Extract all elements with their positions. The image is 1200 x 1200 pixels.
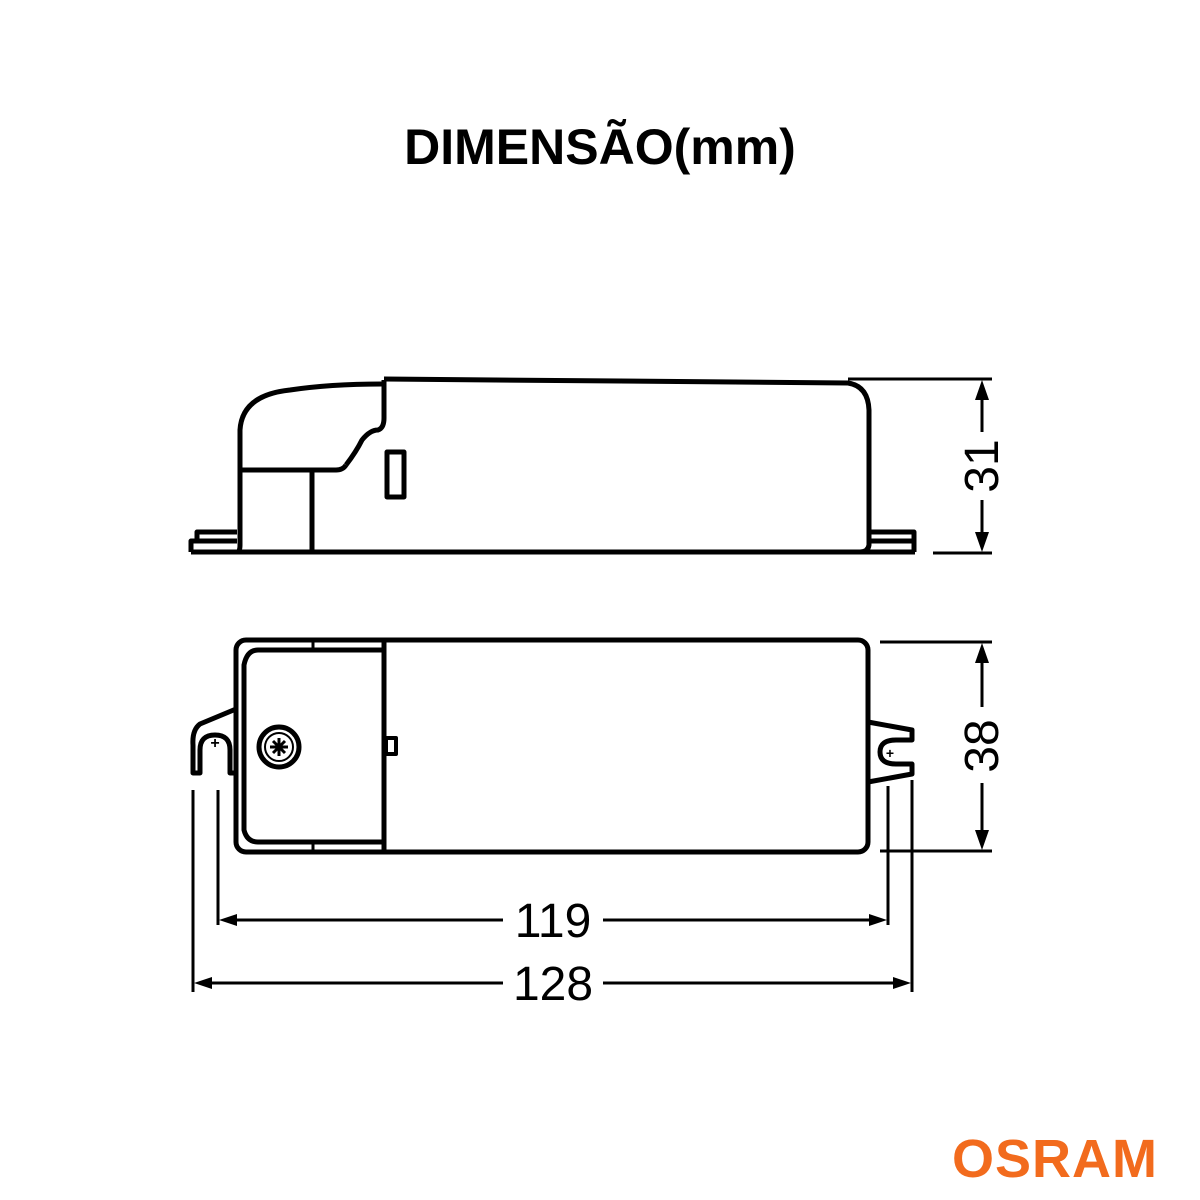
terminal-left-plus: + [210,735,219,752]
terminal-right-plus: + [886,745,894,761]
top-view [190,637,992,992]
inner-length-label: 119 [515,895,592,948]
osram-logo: OSRAM [952,1129,1158,1189]
width-dimension-label: 38 [956,719,1009,772]
side-view [188,376,992,555]
screw-star-icon [270,738,288,756]
arrowheads [194,380,989,989]
height-dimension-label: 31 [956,439,1009,492]
overall-length-label: 128 [513,958,593,1011]
page-title: DIMENSÃO(mm) [404,119,796,175]
